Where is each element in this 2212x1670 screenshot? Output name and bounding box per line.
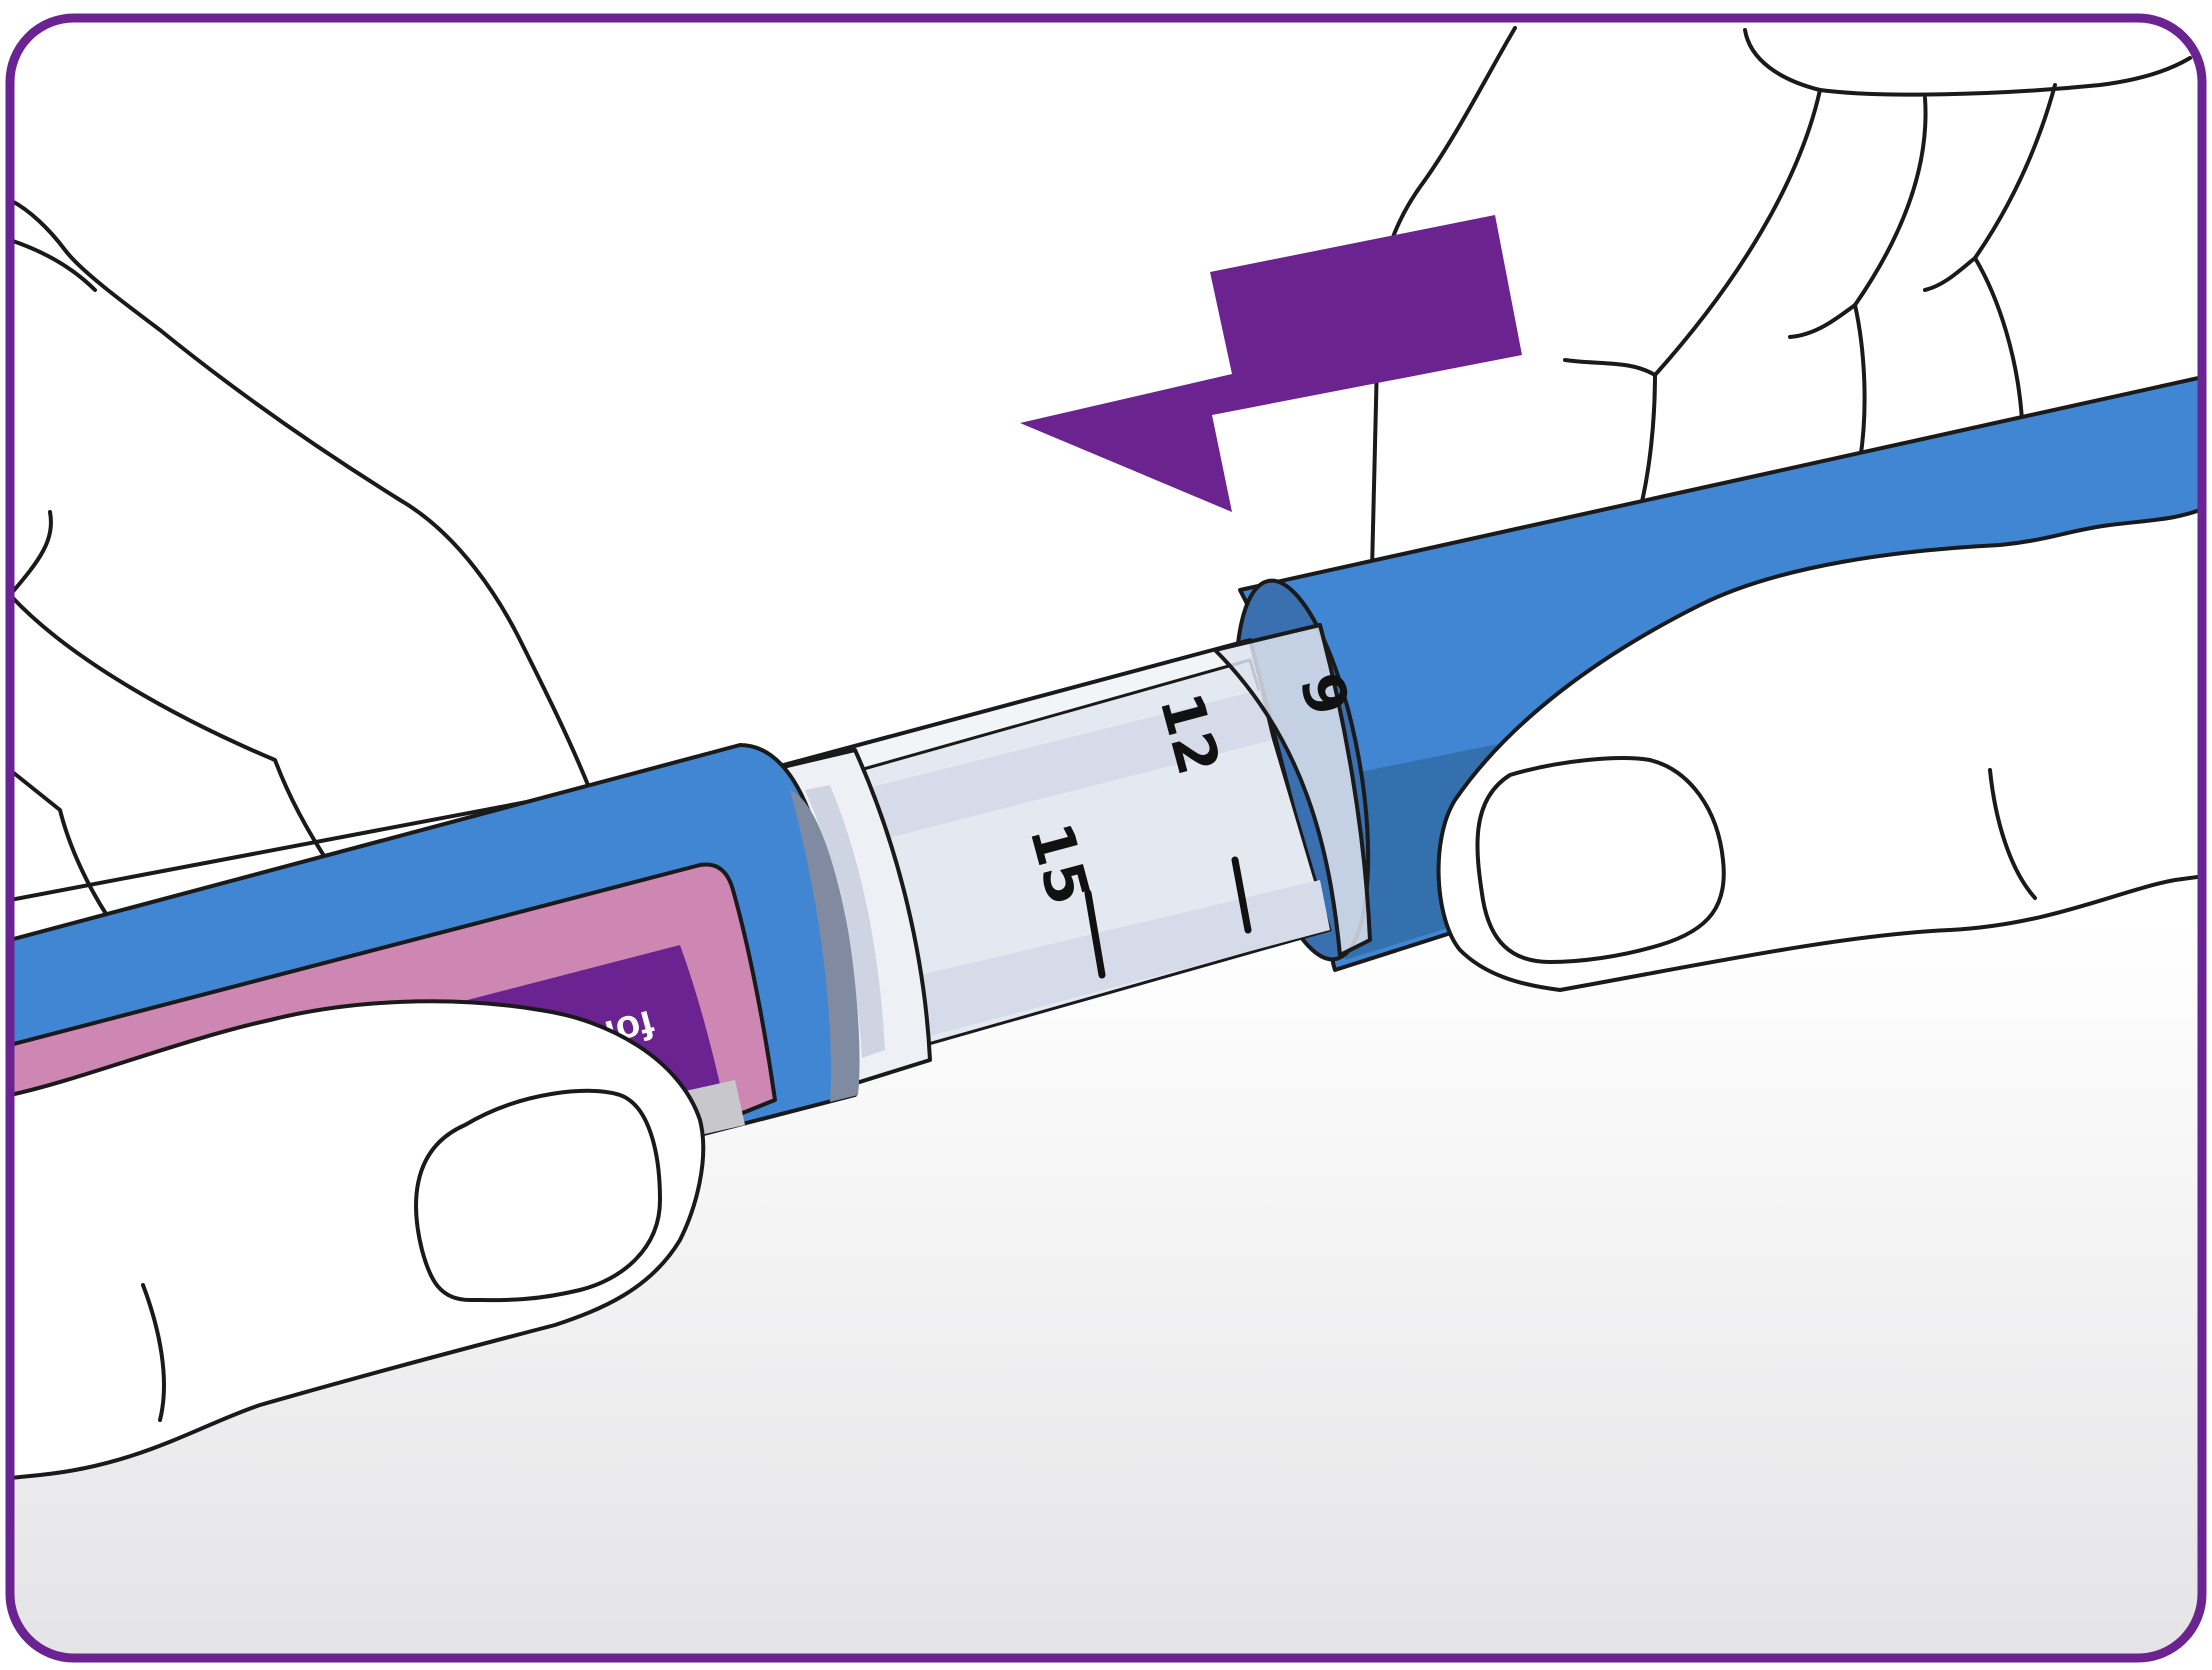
frame-border [5,13,2207,1663]
right-hand-upper [1370,18,2202,572]
dose-tick-left [1084,889,1106,979]
arrow-left-icon [1020,215,1522,512]
dose-window-right-collar [1213,623,1372,957]
left-hand-thumb [10,999,706,1480]
right-thumbnail [1475,756,1726,964]
right-hand-thumb [1436,503,2202,992]
left-thumbnail [414,1088,662,1303]
dose-window-bottom-band [900,880,1330,1040]
dose-dial: 15 12 9 [1016,666,1363,979]
left-hand-upper [10,198,592,922]
pen-body-left-ring [790,790,860,1102]
dose-tick-right [1231,856,1252,934]
dose-window-top-band [860,690,1272,840]
